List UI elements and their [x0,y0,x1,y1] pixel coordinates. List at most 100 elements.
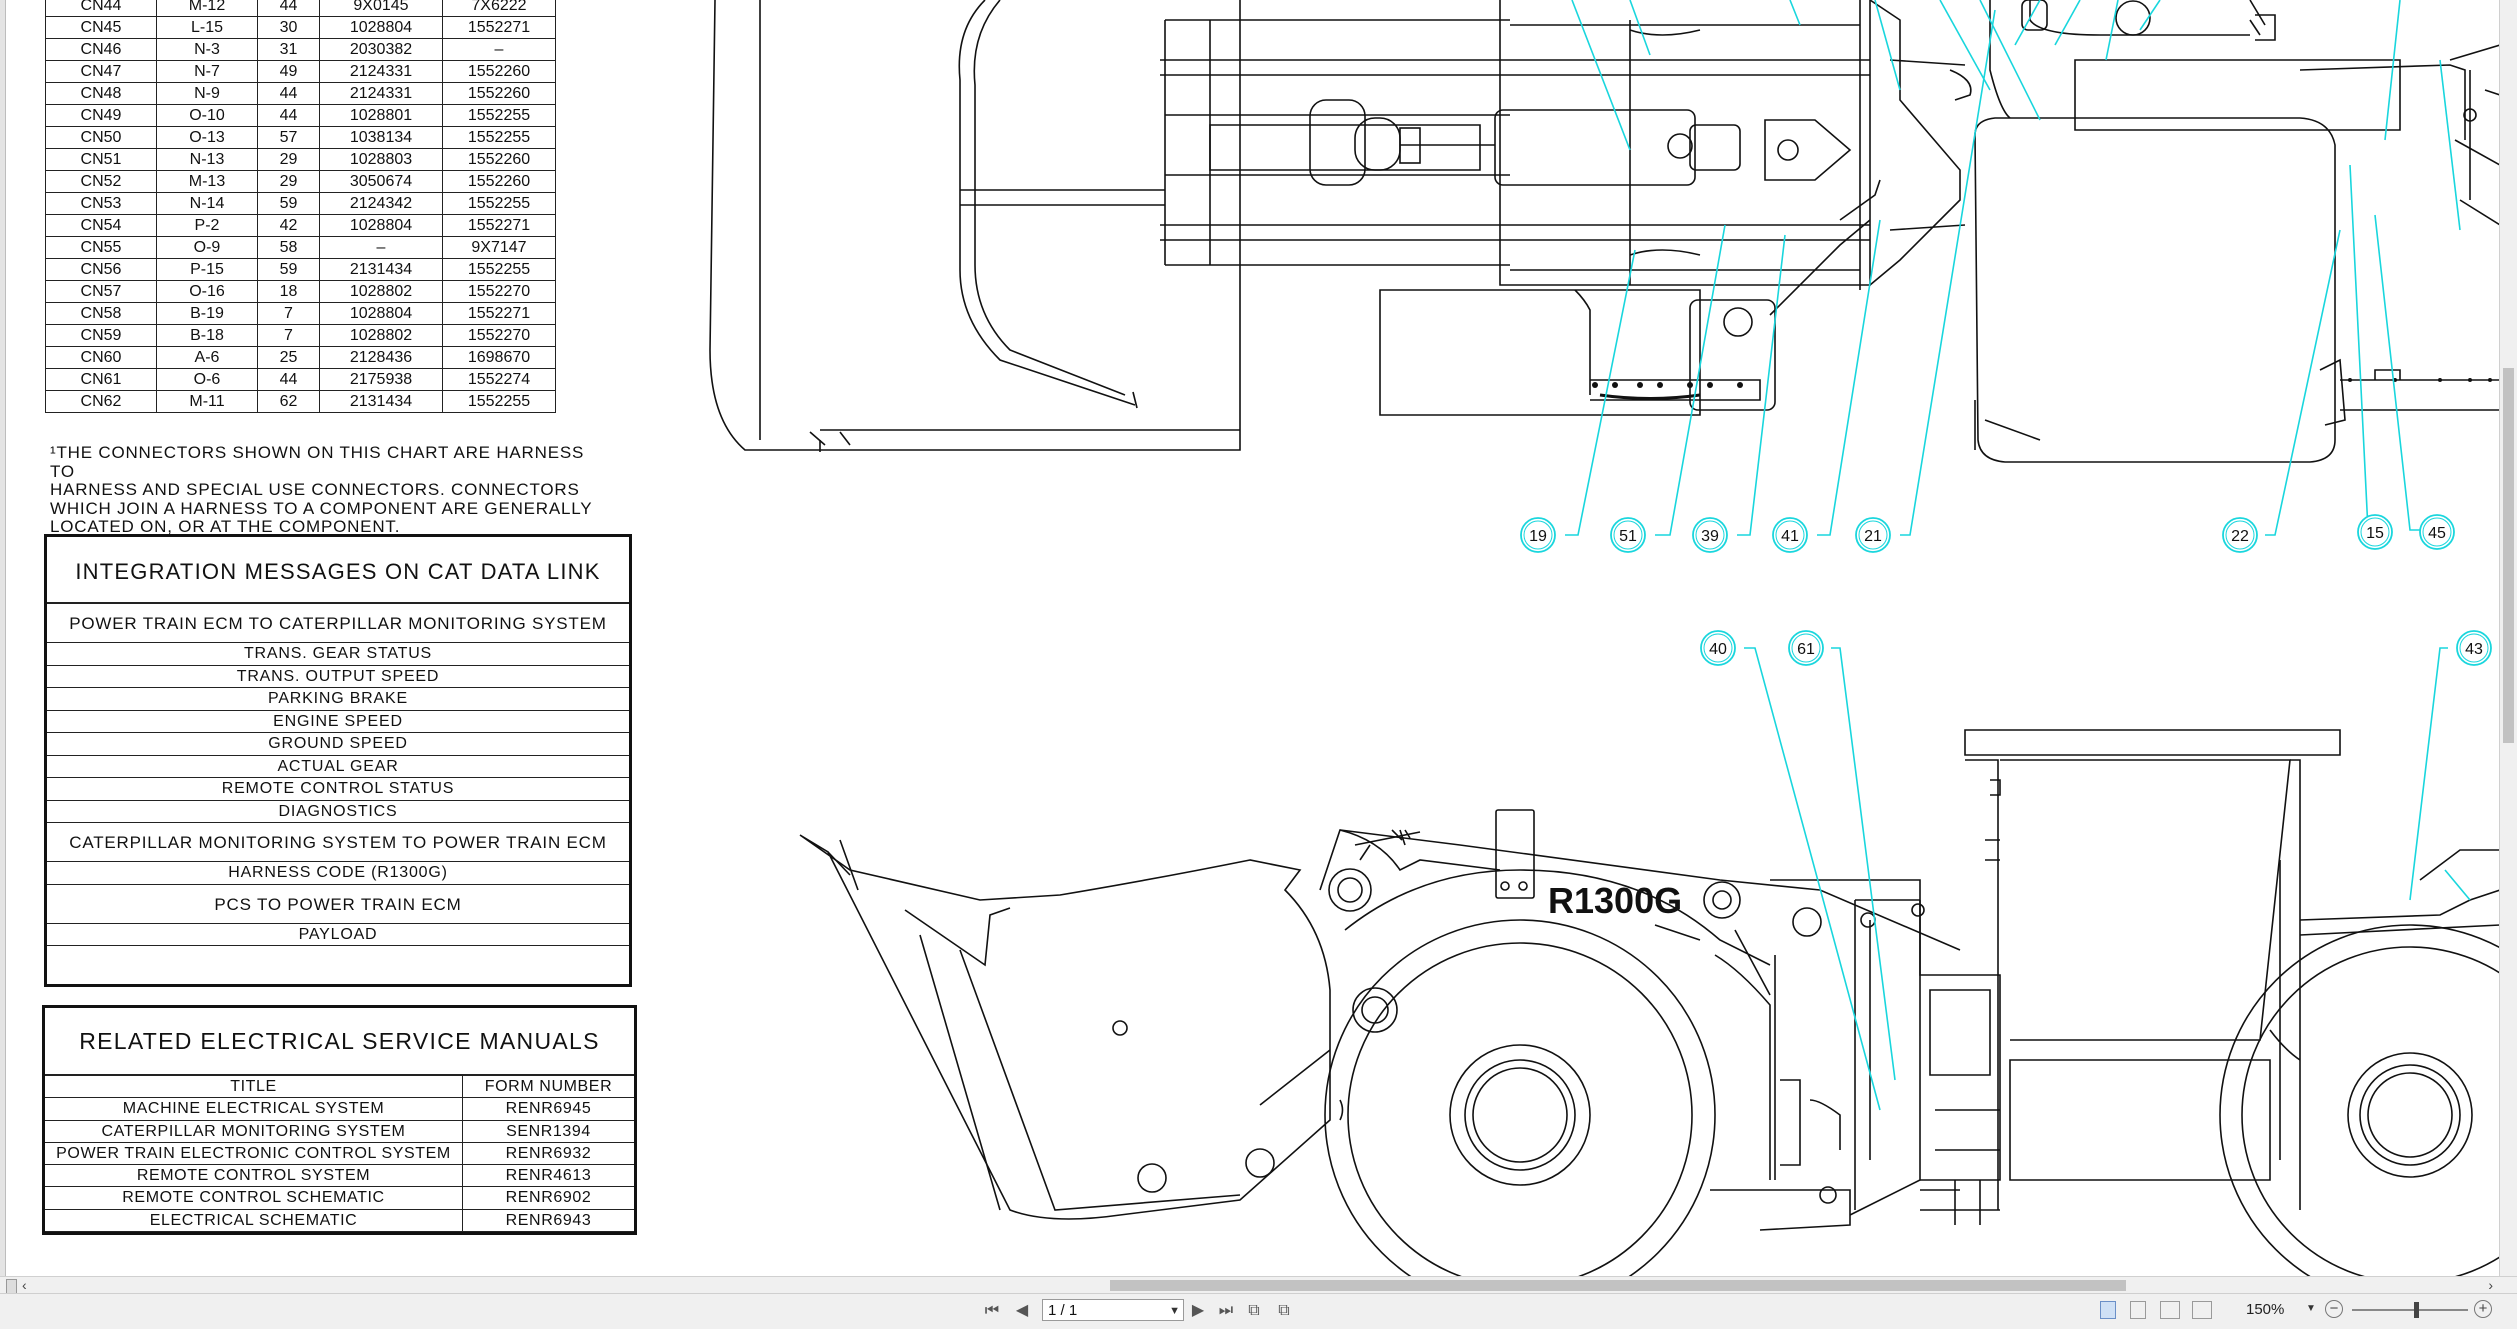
page-number-field[interactable]: 1 / 1 ▼ [1042,1299,1184,1321]
integration-message: DIAGNOSTICS [47,801,629,823]
callout-bubble: 21 [1855,517,1891,553]
manual-title: ELECTRICAL SCHEMATIC [45,1209,463,1232]
callout-bubble: 39 [1692,517,1728,553]
connector-cell: 2124342 [319,192,443,215]
callout-circle [1788,630,1824,666]
scroll-right-icon[interactable]: › [2488,1277,2493,1293]
callout-inner-circle [2459,633,2489,663]
connector-cell: 2131434 [319,390,443,413]
vertical-scroll-thumb[interactable] [2503,368,2514,743]
connector-cell: 1028804 [319,302,443,325]
integration-message: TRANS. OUTPUT SPEED [47,666,629,688]
callout-circle [1700,630,1736,666]
connector-cell: 1028804 [319,16,443,39]
callout-number: 39 [1701,528,1719,545]
manual-title: REMOTE CONTROL SYSTEM [45,1165,463,1187]
manual-form-number: RENR6943 [505,1211,592,1229]
single-page-icon[interactable] [2100,1301,2116,1319]
page-indicator: 1 / 1 [1048,1302,1078,1319]
callout-circle [1520,517,1556,553]
callout-number: 21 [1864,528,1882,545]
connector-cell: 1028802 [319,280,443,303]
connector-cell: 1552255 [442,390,556,413]
chevron-down-icon[interactable]: ▼ [1169,1305,1180,1317]
connector-cell: CN52 [45,170,157,193]
callout-inner-circle [1791,633,1821,663]
manuals-title: RELATED ELECTRICAL SERVICE MANUALS [45,1008,634,1076]
manual-title: POWER TRAIN ELECTRONIC CONTROL SYSTEM [45,1142,463,1165]
connector-cell: 1552260 [442,170,556,193]
scroll-left-icon[interactable]: ‹ [22,1277,27,1293]
callout-bubble: 19 [1520,517,1556,553]
first-page-icon[interactable]: ⏮ [984,1302,1000,1319]
callout-inner-circle [1695,520,1725,550]
connector-cell: 31 [257,38,320,61]
note-line: ¹THE CONNECTORS SHOWN ON THIS CHART ARE … [50,443,585,481]
callout-inner-circle [2360,517,2390,547]
callout-number: 61 [1797,641,1815,658]
callout-number: 15 [2366,525,2384,542]
next-page-icon[interactable]: ▶ [1191,1302,1205,1319]
zoom-in-icon[interactable]: + [2474,1300,2492,1318]
integration-message: GROUND SPEED [47,733,629,756]
integration-title: INTEGRATION MESSAGES ON CAT DATA LINK [47,537,629,604]
connector-cell: 29 [257,170,320,193]
next-view-icon[interactable]: ⧉ [1278,1302,1290,1319]
single-continuous-icon[interactable] [2130,1301,2146,1319]
connector-cell: 44 [257,82,320,105]
zoom-out-icon[interactable]: − [2325,1300,2343,1318]
callout-inner-circle [2422,517,2452,547]
callout-inner-circle [1703,633,1733,663]
connector-cell: 44 [257,104,320,127]
horizontal-scroll-thumb[interactable] [1110,1280,2126,1291]
callout-bubble: 22 [2222,517,2258,553]
callout-circle [2456,630,2492,666]
callout-bubble: 41 [1772,517,1808,553]
previous-view-icon[interactable]: ⧉ [1248,1302,1260,1319]
manual-title: REMOTE CONTROL SCHEMATIC [45,1187,463,1209]
connector-cell: P-15 [156,258,258,281]
callout-circle [2222,517,2258,553]
facing-continuous-icon[interactable] [2192,1301,2212,1319]
integration-message: TRANS. GEAR STATUS [47,643,629,666]
status-toolbar: ⏮ ◀ 1 / 1 ▼ ▶ ⏭ ⧉ ⧉ 150% ▼ − + [0,1293,2517,1329]
zoom-dropdown-icon[interactable]: ▼ [2306,1303,2316,1314]
integration-section-header: PCS TO POWER TRAIN ECM [47,885,629,924]
note-line: WHICH JOIN A HARNESS TO A COMPONENT ARE … [50,498,593,518]
vertical-scrollbar[interactable] [2499,0,2517,1276]
integration-message: ACTUAL GEAR [47,756,629,778]
callout-number: 22 [2231,528,2249,545]
last-page-icon[interactable]: ⏭ [1218,1302,1234,1319]
fastener-dots [1592,378,2492,388]
zoom-slider[interactable] [2352,1309,2468,1311]
split-handle-icon[interactable] [6,1279,17,1294]
horizontal-scrollbar[interactable]: ‹ › [0,1276,2517,1294]
connector-cell: 1552271 [442,16,556,39]
callout-bubble: 45 [2419,514,2455,550]
callout-bubble: 15 [2357,514,2393,550]
previous-page-icon[interactable]: ◀ [1015,1302,1029,1319]
callout-inner-circle [1613,520,1643,550]
manuals-header-form: FORM NUMBER [484,1078,613,1095]
callout-bubble: 43 [2456,630,2492,666]
facing-icon[interactable] [2160,1301,2180,1319]
left-panel-splitter[interactable] [0,0,6,1276]
zoom-slider-thumb[interactable] [2414,1302,2419,1318]
connector-cell: CN55 [45,236,157,259]
callout-number: 45 [2428,525,2446,542]
connector-cell: 1698670 [442,346,556,369]
manual-form-number: RENR6902 [505,1189,592,1207]
